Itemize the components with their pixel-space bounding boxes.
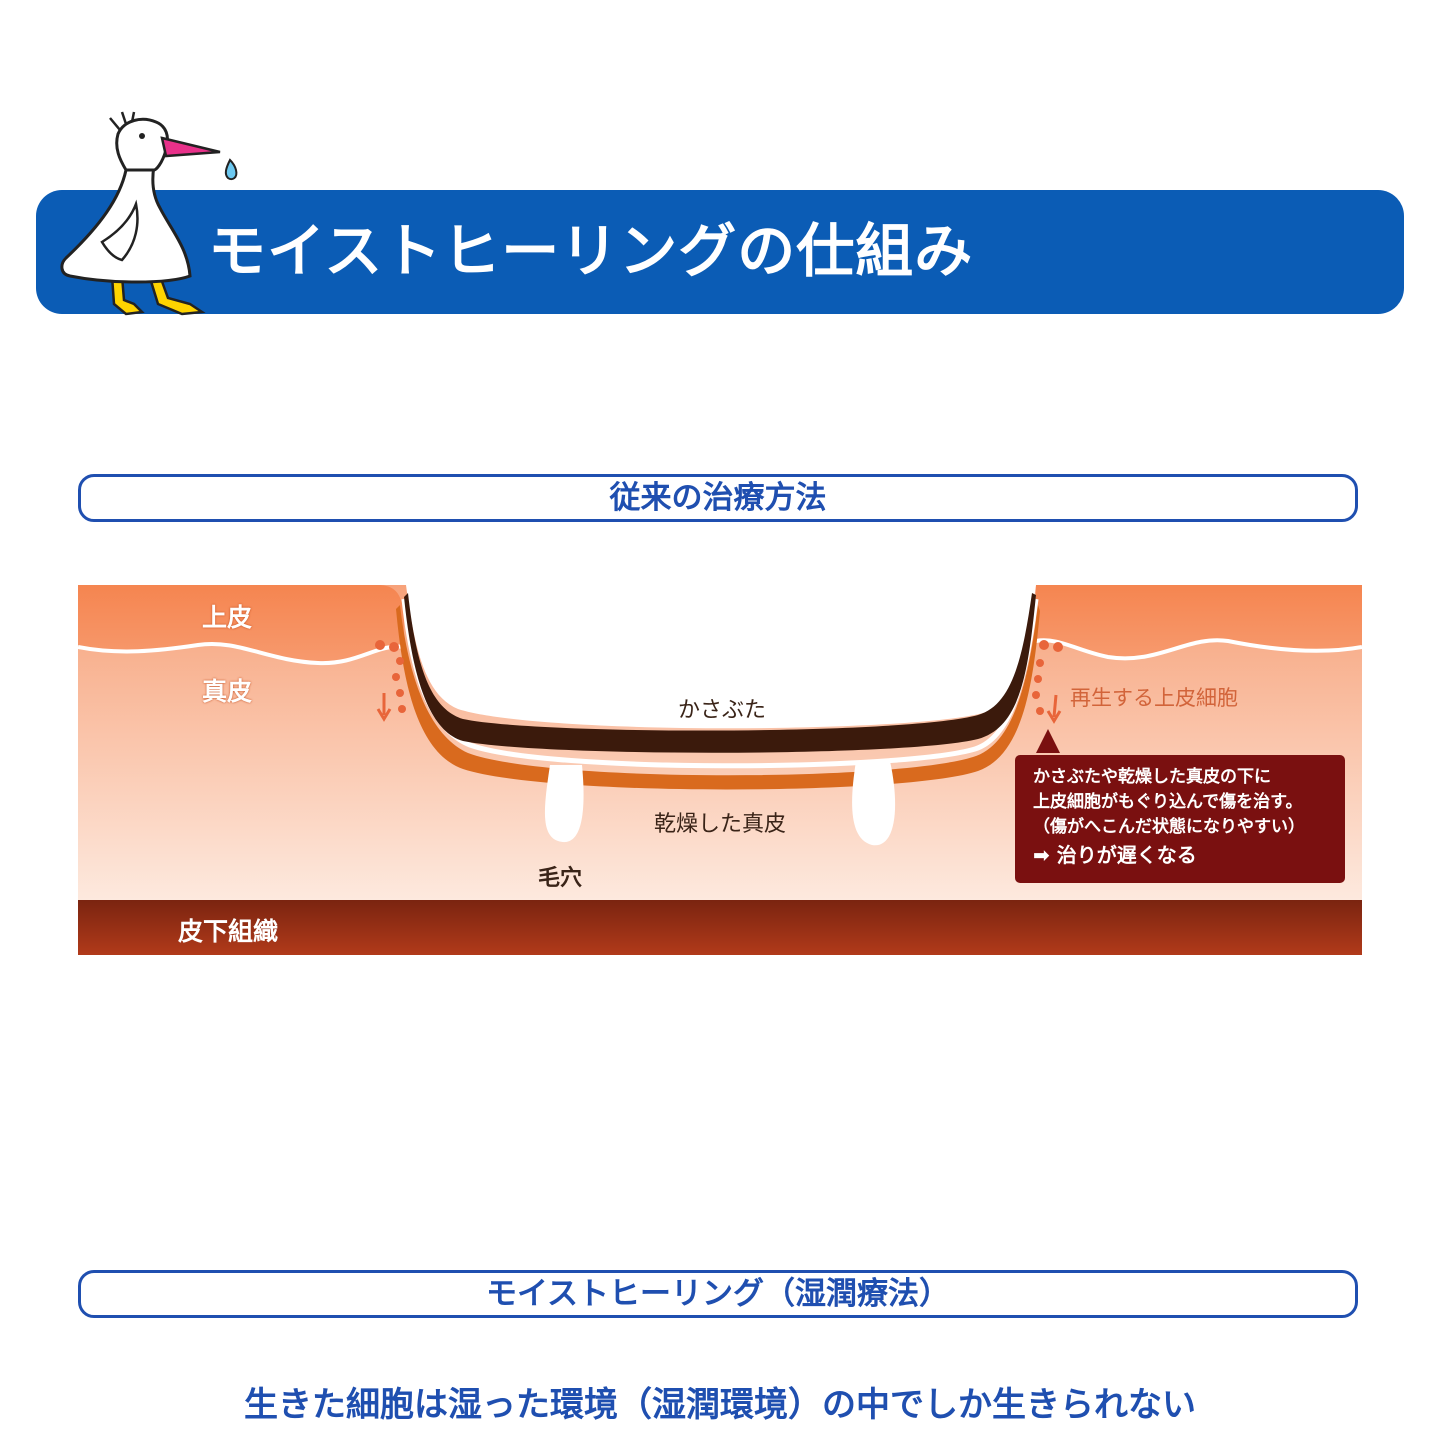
regenerating-cells-right [1032,640,1063,715]
moist-healing-heading: 生きた細胞は湿った環境（湿潤環境）の中でしか生きられない [244,1385,1196,1425]
note-line-4: ➡ 治りが遅くなる [1033,843,1197,867]
epidermis-left [78,585,404,664]
dermis-label: 真皮 [202,677,253,706]
regenerating-cells-left [375,640,406,713]
wound-crater [406,585,1036,729]
subcutaneous-layer [78,900,1362,955]
explanation-callout: かさぶたや乾燥した真皮の下に 上皮細胞がもぐり込んで傷を治す。 （傷がへこんだ状… [1015,755,1345,883]
pelican-icon [60,111,238,316]
header-banner [36,190,1404,314]
dried-dermis-band [396,605,1040,790]
note-line-1: かさぶたや乾燥した真皮の下に [1033,767,1271,787]
regenerating-cells-label: 再生する上皮細胞 [1070,686,1238,710]
skin-wound-diagram [78,585,1362,955]
hair-pore-left [544,765,584,843]
section-title-moist-healing: モイストヒーリング（湿潤療法） [78,1270,1358,1318]
dried-dermis-label: 乾燥した真皮 [654,812,787,837]
scab [404,593,1036,753]
scab-label: かさぶた [678,698,767,723]
subcutaneous-label: 皮下組織 [178,917,279,946]
pore-label: 毛穴 [538,866,583,891]
epidermis-right [1036,585,1362,659]
epidermis-label: 上皮 [202,603,253,632]
hair-pore-right [852,761,896,846]
note-line-2: 上皮細胞がもぐり込んで傷を治す。 [1033,792,1303,812]
note-line-3: （傷がへこんだ状態になりやすい） [1033,817,1305,837]
section-title-conventional: 従来の治療方法 [78,474,1358,522]
page-title: モイストヒーリングの仕組み [208,217,974,285]
